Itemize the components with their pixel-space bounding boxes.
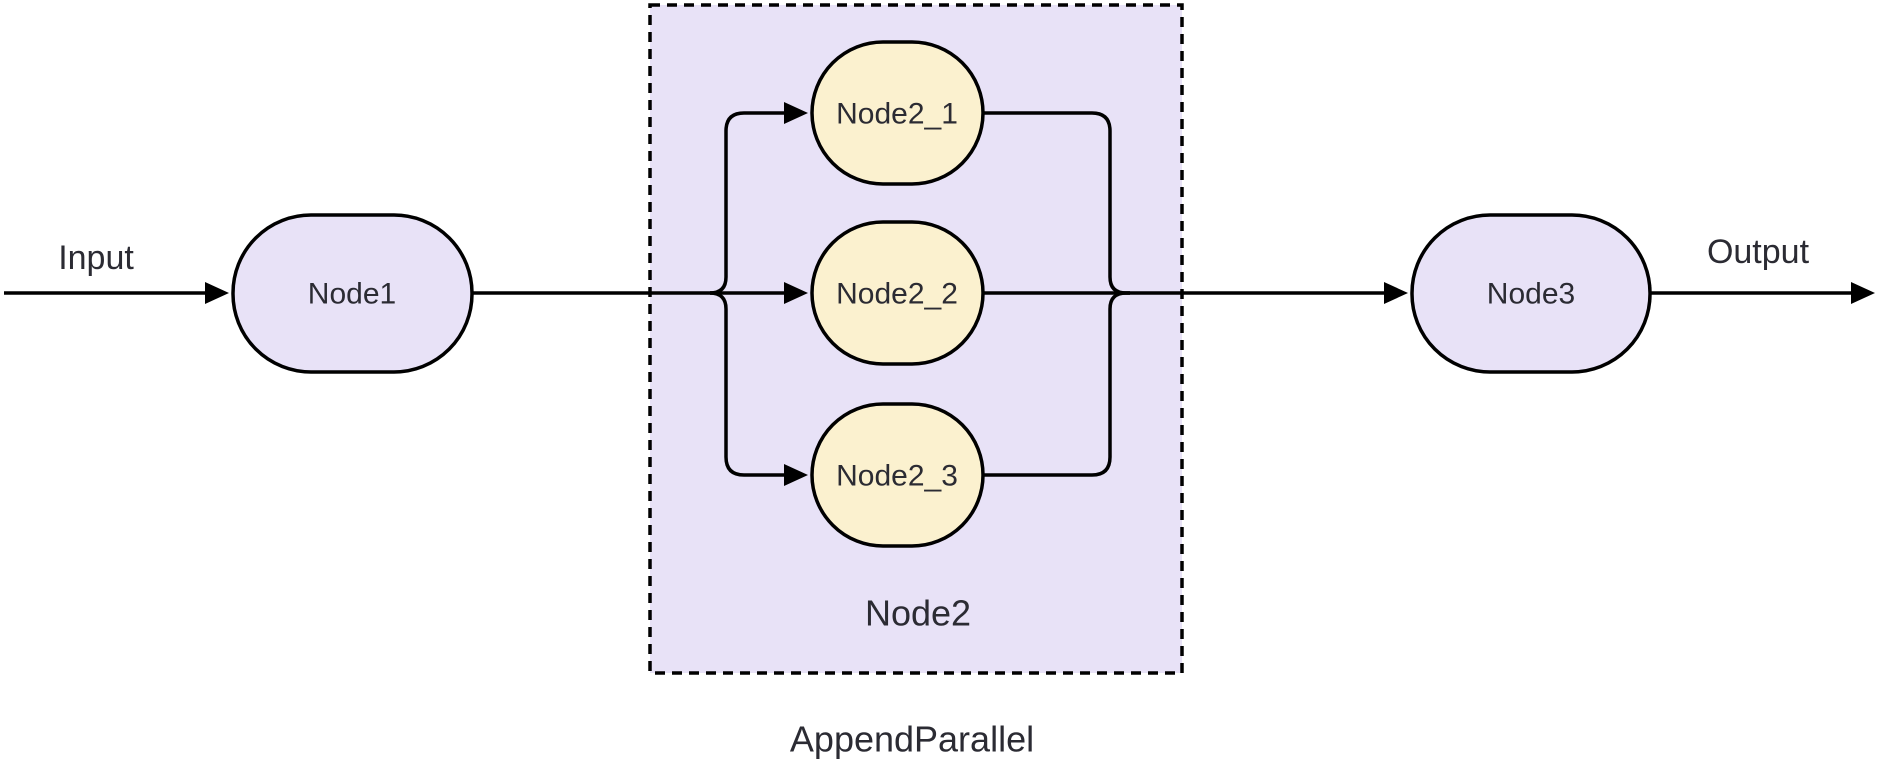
node2_2-label: Node2_2 (836, 278, 958, 311)
node-node3: Node3 (1410, 213, 1652, 374)
edge-node2_3-arrowhead-icon (784, 464, 808, 486)
parallel-group-label: Node2 (865, 593, 971, 634)
edge-split-to-node2_3 (709, 291, 784, 477)
edge-split-to-node2_1 (709, 111, 784, 295)
edge-node2_1-arrowhead-icon (784, 102, 808, 124)
node-node2_1: Node2_1 (810, 40, 985, 186)
node1-label: Node1 (308, 278, 396, 311)
node-node2_2: Node2_2 (810, 220, 985, 366)
edge-node3-arrowhead-icon (1384, 282, 1408, 304)
edge-output-arrowhead-icon (1851, 282, 1875, 304)
node2_1-shape (810, 40, 985, 186)
node2_3-shape (810, 402, 985, 548)
node2_2-shape (810, 220, 985, 366)
node-node2_3: Node2_3 (810, 402, 985, 548)
node2_1-label: Node2_1 (836, 98, 958, 131)
node2_3-label: Node2_3 (836, 460, 958, 493)
input-edge-label: Input (58, 239, 134, 277)
node1-shape (231, 213, 474, 374)
parallel-group-caption: AppendParallel (790, 719, 1034, 760)
node-node1: Node1 (231, 213, 474, 374)
node3-label: Node3 (1487, 278, 1575, 311)
edge-input-arrowhead-icon (205, 282, 229, 304)
edge-node2_2-arrowhead-icon (784, 282, 808, 304)
output-edge-label: Output (1707, 233, 1810, 271)
node3-shape (1410, 213, 1652, 374)
